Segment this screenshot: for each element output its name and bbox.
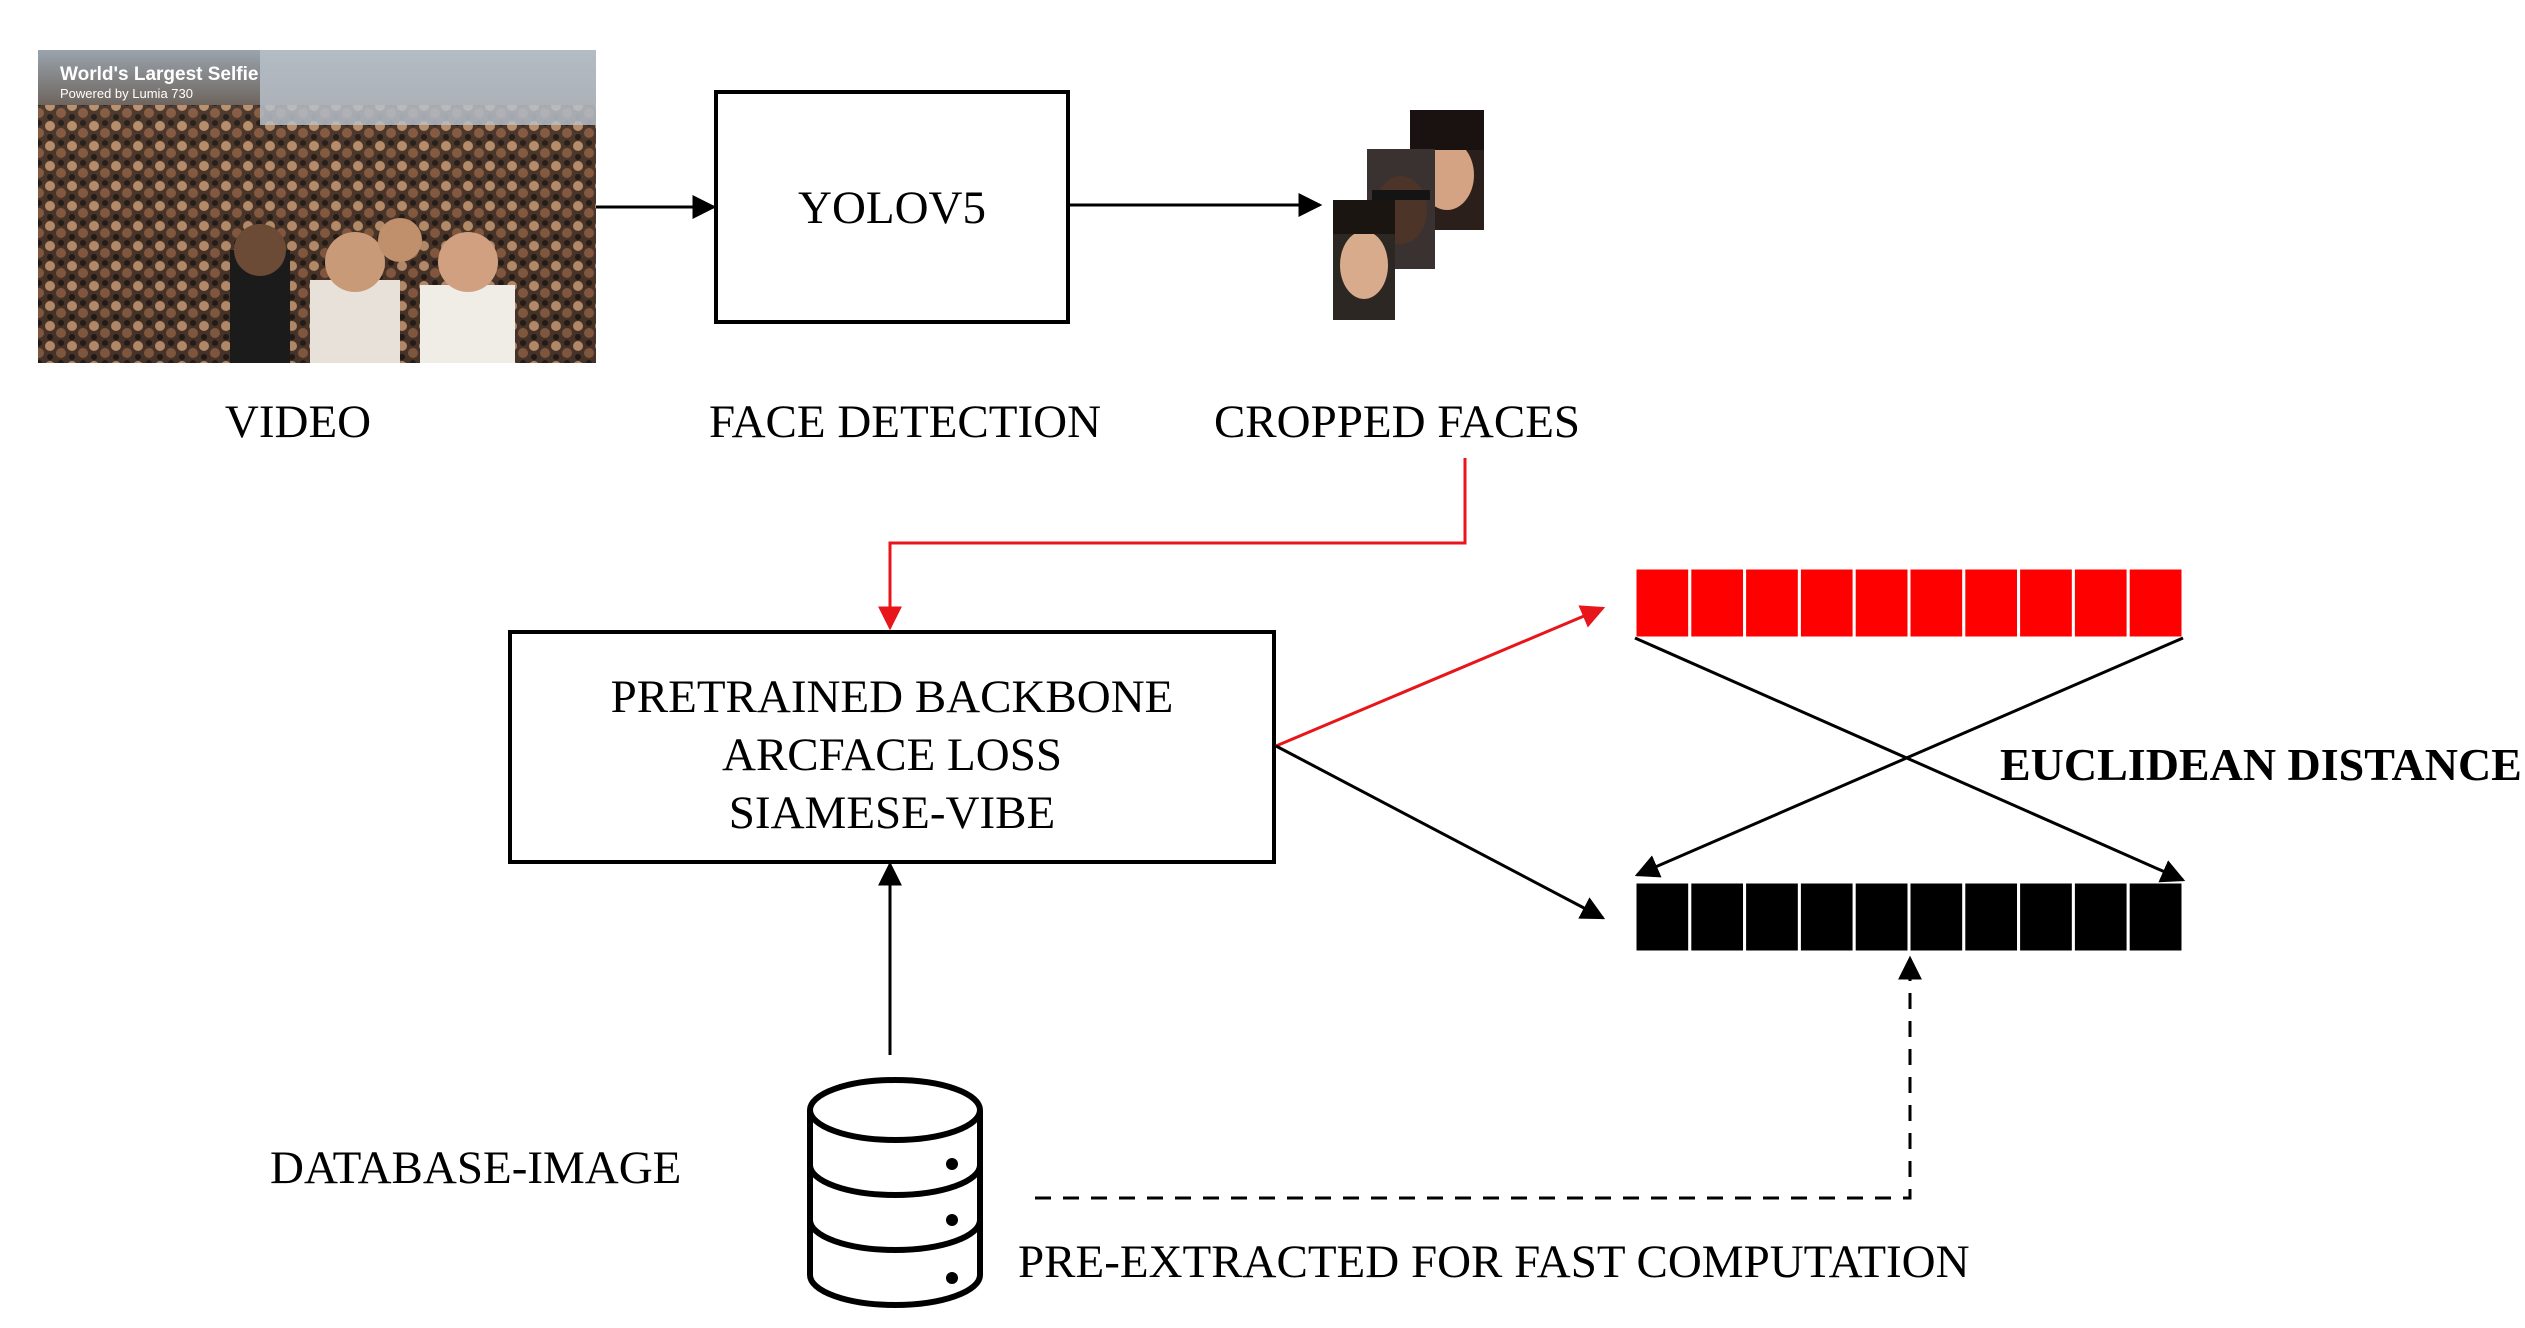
distance-line-a <box>1634 636 2186 883</box>
detector-label: FACE DETECTION <box>709 396 1101 448</box>
model-line-1: PRETRAINED BACKBONE <box>611 671 1174 723</box>
query-embedding-vector <box>1633 566 2185 640</box>
query-embedding-cell <box>1743 566 1801 640</box>
query-embedding-cell <box>1688 566 1747 640</box>
cropped-faces-stack <box>1333 110 1484 320</box>
db-embedding-cell <box>2126 880 2185 954</box>
db-embedding-cell <box>1688 880 1747 954</box>
database-icon <box>807 1077 983 1308</box>
distance-line-b <box>1634 636 2184 878</box>
video-caption-sub: Powered by Lumia 730 <box>60 86 193 101</box>
model-line-2: ARCFACE LOSS <box>722 729 1062 781</box>
video-label: VIDEO <box>225 396 371 448</box>
model-box <box>508 630 1276 864</box>
db-embedding-cell <box>2071 880 2130 954</box>
video-caption-title: World's Largest Selfie <box>60 64 258 85</box>
query-embedding-cell <box>2017 566 2075 640</box>
query-embedding-cell <box>1852 566 1911 640</box>
query-embedding-cell <box>2071 566 2130 640</box>
db-embedding-cell <box>1962 880 2021 954</box>
db-embedding-cell <box>1633 880 1692 954</box>
query-embedding-cell <box>1797 566 1856 640</box>
query-embedding-cell <box>2126 566 2185 640</box>
query-embedding-cell <box>1907 566 1966 640</box>
query-embedding-cell <box>1633 566 1692 640</box>
db-embedding-cell <box>1907 880 1966 954</box>
model-line-3: SIAMESE-VIBE <box>729 787 1055 839</box>
db-embedding-cell <box>1852 880 1911 954</box>
db-embedding-cell <box>1797 880 1856 954</box>
video-thumbnail: World's Largest Selfie Powered by Lumia … <box>38 50 596 363</box>
database-label: DATABASE-IMAGE <box>270 1142 681 1194</box>
preextracted-note: PRE-EXTRACTED FOR FAST COMPUTATION <box>1018 1236 1970 1288</box>
arrow-model-to-query-embedding <box>1275 605 1606 748</box>
db-embedding-cell <box>2017 880 2075 954</box>
arrow-model-to-db-embedding <box>1275 744 1606 920</box>
detector-box-text: YOLOV5 <box>798 182 986 234</box>
arrow-database-to-db-embedding <box>1035 955 1922 1200</box>
face-crop-1 <box>1333 200 1395 320</box>
db-embedding-cell <box>1743 880 1801 954</box>
detector-box <box>714 90 1070 324</box>
db-embedding-vector <box>1633 880 2185 954</box>
euclidean-distance-label: EUCLIDEAN DISTANCE <box>2000 739 2522 790</box>
faces-label: CROPPED FACES <box>1214 396 1580 448</box>
arrow-faces-to-model <box>878 458 1467 631</box>
query-embedding-cell <box>1962 566 2021 640</box>
